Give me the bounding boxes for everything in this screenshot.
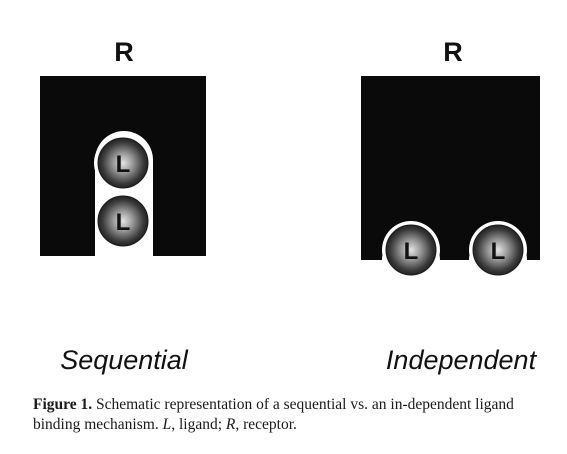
independent-panel: R L L Independent [361, 37, 540, 375]
receptor-sequential [40, 76, 206, 256]
ligand-label: L [491, 238, 506, 265]
mechanism-label-independent: Independent [386, 345, 538, 375]
ligand-independent-right: L [469, 221, 527, 279]
binding-mechanism-diagram: R L L Sequential R L [40, 37, 540, 375]
caption-text-3: , receptor. [235, 416, 297, 433]
ligand-sequential-upper: L [94, 134, 152, 192]
caption-key-l: L [162, 416, 172, 433]
caption-lead: Figure 1. [33, 396, 93, 413]
figure-caption: Figure 1. Schematic representation of a … [33, 395, 553, 435]
ligand-label: L [404, 238, 419, 265]
caption-key-r: R [225, 416, 236, 433]
caption-text-1: Schematic representation of a sequential… [33, 396, 514, 433]
receptor-label-sequential: R [114, 37, 134, 67]
ligand-independent-left: L [382, 221, 440, 279]
caption-text-2: , ligand; [171, 416, 226, 433]
ligand-sequential-lower: L [97, 195, 149, 247]
receptor-independent [361, 76, 540, 260]
ligand-label: L [116, 209, 131, 236]
sequential-panel: R L L Sequential [40, 37, 206, 375]
ligand-label: L [116, 151, 131, 178]
mechanism-label-sequential: Sequential [60, 345, 189, 375]
receptor-label-independent: R [443, 37, 463, 67]
